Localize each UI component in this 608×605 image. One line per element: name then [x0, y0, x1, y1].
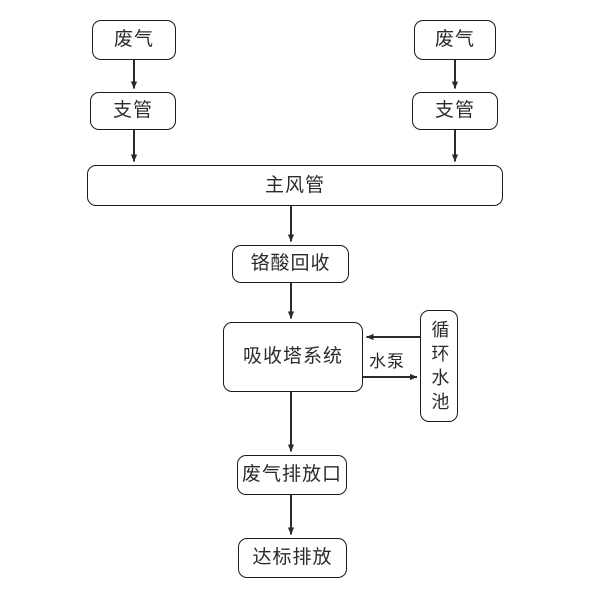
node-chromic-acid-recovery[interactable]: 铬酸回收 — [232, 245, 349, 283]
node-waste-gas-right[interactable]: 废气 — [414, 20, 496, 60]
node-absorption-tower-system[interactable]: 吸收塔系统 — [223, 322, 363, 392]
node-branch-pipe-right[interactable]: 支管 — [412, 92, 498, 130]
node-branch-pipe-left[interactable]: 支管 — [90, 92, 176, 130]
node-waste-gas-outlet[interactable]: 废气排放口 — [237, 455, 347, 495]
node-compliant-discharge[interactable]: 达标排放 — [238, 538, 347, 578]
node-waste-gas-left[interactable]: 废气 — [92, 20, 176, 60]
node-main-duct[interactable]: 主风管 — [87, 165, 503, 206]
edge-label-water-pump: 水泵 — [369, 352, 405, 371]
node-circulating-water-pool[interactable]: 循环水池 — [420, 310, 458, 422]
